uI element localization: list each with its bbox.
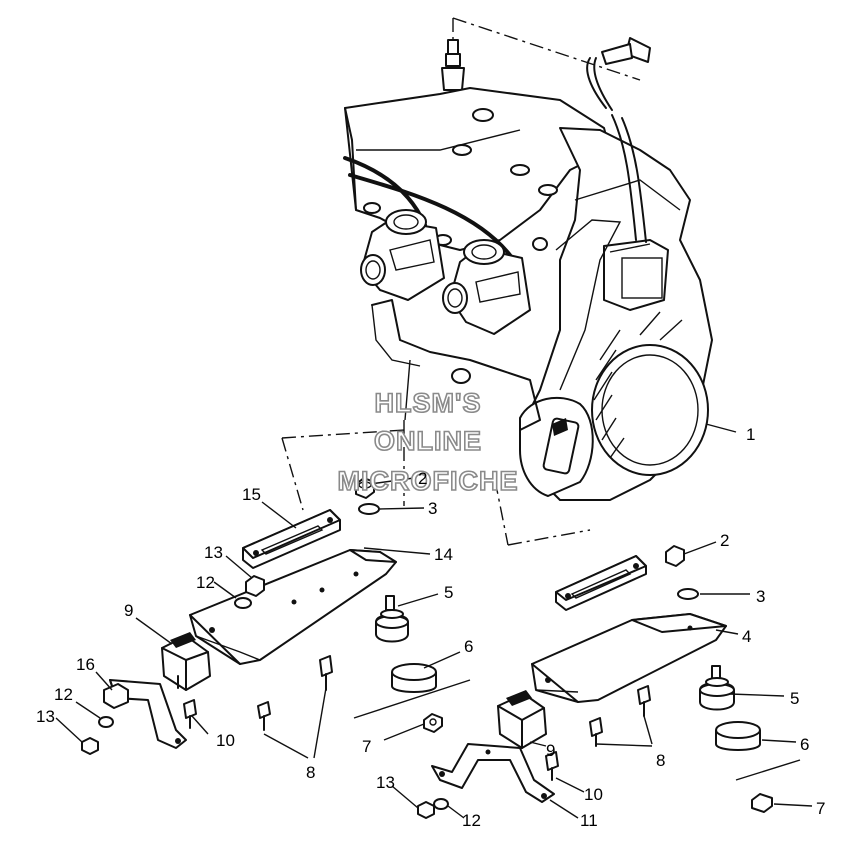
nut-2-left	[355, 477, 375, 499]
stay-bracket-16	[103, 679, 187, 749]
callout-2: 2	[418, 469, 427, 488]
pad-6-left	[391, 663, 437, 693]
callout-7: 7	[816, 799, 825, 818]
washer-3-right	[677, 588, 699, 600]
callout-14: 14	[434, 545, 453, 564]
callout-4: 4	[742, 627, 751, 646]
callout-13: 13	[204, 543, 223, 562]
nut-13-right	[417, 801, 435, 819]
callout-5: 5	[444, 583, 453, 602]
callout-16: 16	[76, 655, 95, 674]
carburetor-left	[360, 209, 445, 301]
callout-8: 8	[306, 763, 315, 782]
nut-7-right	[751, 793, 773, 813]
carburetor-right	[442, 239, 531, 335]
callout-10: 10	[584, 785, 603, 804]
washer-12-left	[98, 716, 114, 728]
callout-10: 10	[216, 731, 235, 750]
nut-7-left	[423, 713, 443, 733]
bolt-8-left	[257, 655, 333, 731]
callout-13: 13	[36, 707, 55, 726]
reference-lines	[281, 17, 641, 546]
nut-13-upper	[245, 575, 265, 597]
leader-lines	[55, 423, 813, 819]
washer-12-right	[433, 798, 449, 810]
callout-13: 13	[376, 773, 395, 792]
divider-line	[353, 679, 471, 719]
callout-6: 6	[464, 637, 473, 656]
watermark-line-1: HLSM'S	[375, 388, 482, 418]
callout-5: 5	[790, 689, 799, 708]
callout-11: 11	[580, 811, 598, 830]
rubber-mount-5-right	[699, 665, 735, 711]
callout-3: 3	[428, 499, 437, 518]
callout-12: 12	[462, 811, 481, 830]
washer-3-left	[358, 503, 380, 515]
callout-7: 7	[362, 737, 371, 756]
nut-2-right	[665, 545, 685, 567]
rubber-mount-9-left	[161, 632, 211, 691]
callout-3: 3	[756, 587, 765, 606]
callout-9: 9	[546, 741, 555, 760]
pad-6-right	[715, 721, 761, 751]
watermark: HLSM'S ONLINE MICROFICHE	[337, 387, 519, 497]
callout-8: 8	[656, 751, 665, 770]
mount-bracket-4	[531, 613, 727, 703]
watermark-line-2: ONLINE	[374, 426, 482, 456]
callout-9: 9	[124, 601, 133, 620]
slotted-plate-right	[555, 555, 647, 611]
divider-line	[735, 759, 801, 781]
bolt-10-right	[545, 751, 559, 781]
spark-plug-cap	[586, 37, 651, 111]
rubber-mount-9-right	[497, 690, 547, 749]
nut-13-left	[81, 737, 99, 755]
rubber-mount-5-left	[375, 595, 409, 643]
callout-2: 2	[720, 531, 729, 550]
callout-1: 1	[746, 425, 755, 444]
stay-bracket-11	[431, 743, 555, 803]
callout-12: 12	[196, 573, 215, 592]
watermark-line-3: MICROFICHE	[338, 466, 519, 496]
slotted-plate-15	[242, 509, 341, 569]
washer-12-upper	[234, 597, 252, 609]
mount-bracket-14	[189, 549, 397, 665]
engine-assembly	[343, 37, 713, 501]
bolt-10-left	[183, 699, 197, 729]
callout-labels: 1 2 3 15 13 14 12 9 5 16 6 12 13 10 7 8 …	[36, 425, 825, 830]
callout-6: 6	[800, 735, 809, 754]
callout-12: 12	[54, 685, 73, 704]
callout-15: 15	[242, 485, 261, 504]
